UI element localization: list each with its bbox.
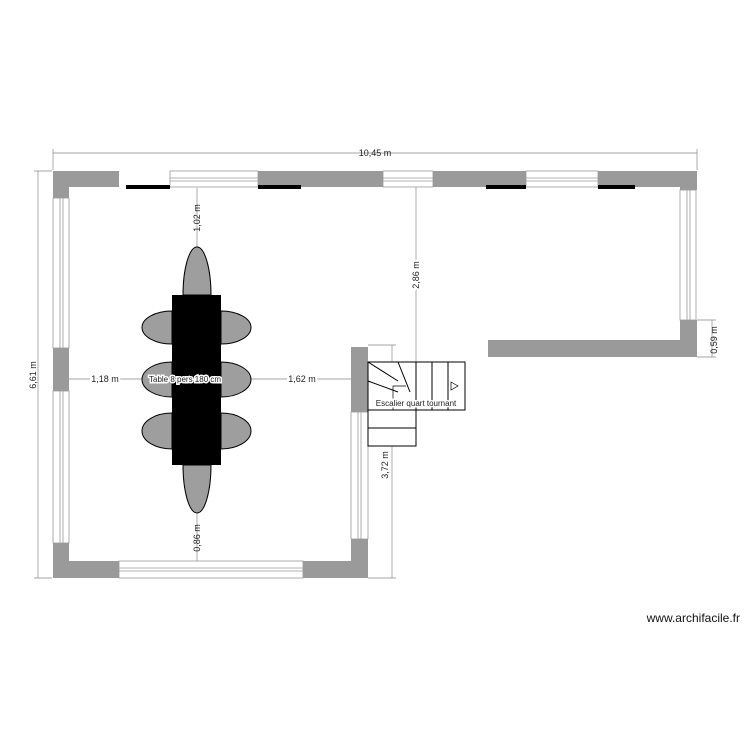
table-to-top-label: 1,02 m	[192, 204, 202, 232]
wall-openings	[126, 185, 635, 189]
stair-to-bottom-label: 3,72 m	[380, 451, 390, 479]
partition-to-right-room-label: 2,86 m	[411, 261, 421, 289]
dimension-labels: 10,45 m 6,61 m 1,02 m 0,86 m 1,18 m 1,62…	[28, 148, 719, 552]
table-to-partition-label: 1,62 m	[288, 374, 316, 384]
object-labels: Table 8 pers 180 cm Escalier quart tourn…	[148, 374, 459, 410]
staircase	[367, 361, 466, 447]
chair-right-3	[220, 412, 252, 450]
chair-left-2	[141, 361, 173, 398]
total-height-label: 6,61 m	[28, 361, 38, 389]
total-width-label: 10,45 m	[359, 148, 392, 158]
chair-right-2	[220, 361, 252, 398]
walls	[53, 171, 697, 578]
chairs	[141, 246, 252, 514]
table-to-bottom-label: 0,86 m	[192, 524, 202, 552]
table-label: Table 8 pers 180 cm	[149, 375, 221, 384]
chair-left-3	[141, 412, 173, 450]
chair-top	[182, 246, 212, 296]
right-wall-offset-label: 0,59 m	[709, 326, 719, 354]
watermark: www.archifacile.fr	[646, 611, 740, 625]
chair-bottom	[182, 464, 212, 514]
chair-left-1	[141, 310, 173, 345]
stairs-label: Escalier quart tournant	[376, 399, 457, 408]
table-to-left-label: 1,18 m	[91, 374, 119, 384]
chair-right-1	[220, 310, 252, 345]
dining-table	[172, 295, 221, 465]
windows	[52, 170, 697, 579]
